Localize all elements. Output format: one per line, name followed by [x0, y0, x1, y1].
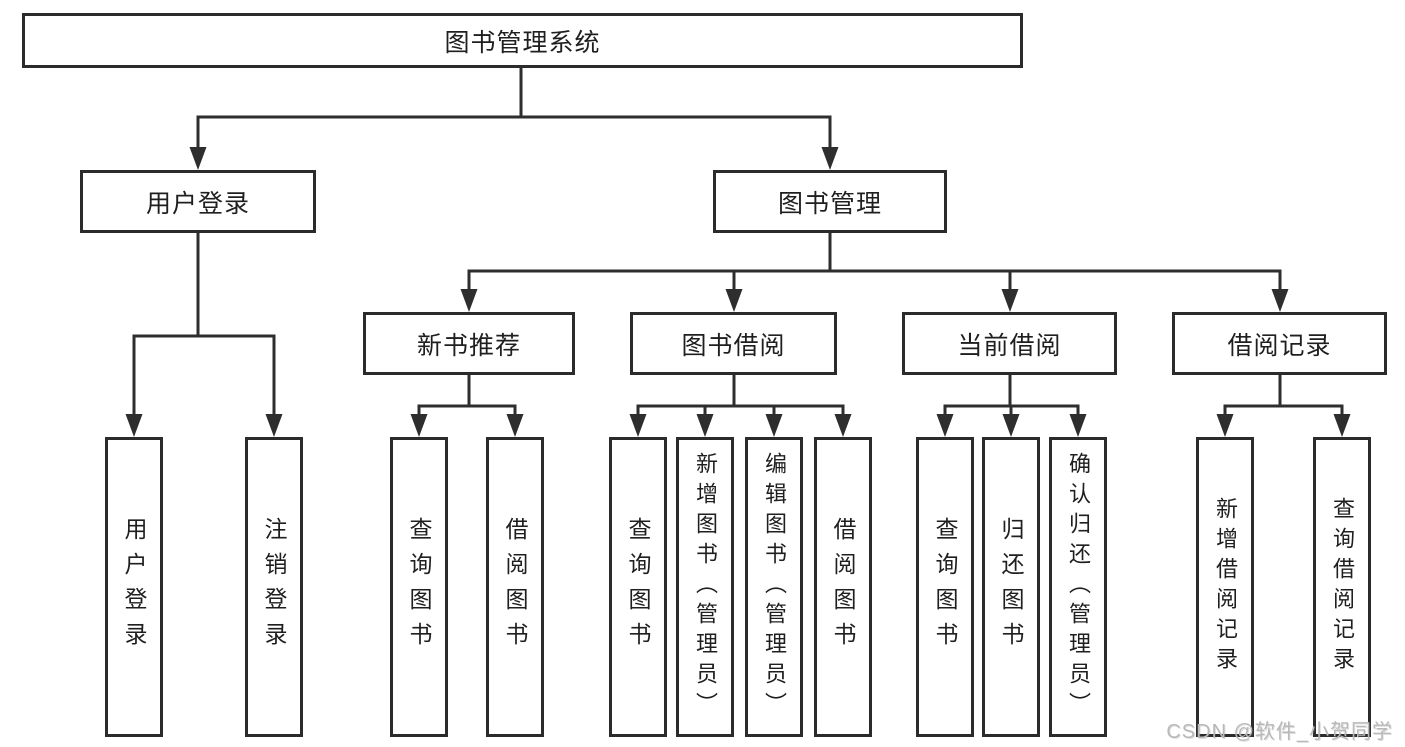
watermark: CSDN @软件_小贺同学	[1166, 721, 1393, 743]
node-label: 图书管理	[777, 189, 882, 218]
leaf-add-book-admin: 新增图书（管理员）	[676, 437, 734, 737]
leaf-label: 新增图书（管理员）	[693, 452, 718, 722]
node-borrow-record: 借阅记录	[1172, 312, 1387, 375]
leaf-edit-book-admin: 编辑图书（管理员）	[745, 437, 803, 737]
node-label: 图书管理系统	[444, 28, 601, 57]
leaf-user-login: 用户登录	[105, 437, 163, 737]
leaf-borrow-book: 借阅图书	[814, 437, 872, 737]
node-book-borrow: 图书借阅	[630, 312, 837, 375]
node-label: 当前借阅	[957, 331, 1062, 360]
node-label: 新书推荐	[416, 331, 521, 360]
leaf-borrow-book-recommend: 借阅图书	[486, 437, 544, 737]
leaf-label: 用户登录	[121, 517, 147, 657]
leaf-confirm-return-admin: 确认归还（管理员）	[1049, 437, 1107, 737]
node-root-system: 图书管理系统	[22, 13, 1023, 68]
leaf-label: 新增借阅记录	[1213, 497, 1238, 677]
leaf-label: 查询图书	[406, 517, 432, 657]
leaf-label: 查询图书	[625, 517, 651, 657]
node-user-login: 用户登录	[80, 170, 316, 233]
leaf-query-book-recommend: 查询图书	[390, 437, 448, 737]
leaf-label: 确认归还（管理员）	[1066, 452, 1091, 722]
leaf-label: 查询借阅记录	[1330, 497, 1355, 677]
leaf-label: 借阅图书	[830, 517, 856, 657]
leaf-query-borrow-record: 查询借阅记录	[1313, 437, 1371, 737]
arrowhead-icons	[125, 147, 1351, 437]
connector-path	[132, 66, 1344, 416]
leaf-query-book-current: 查询图书	[916, 437, 974, 737]
node-label: 用户登录	[145, 189, 250, 218]
node-new-book-recommend: 新书推荐	[363, 312, 575, 375]
leaf-logout: 注销登录	[245, 437, 303, 737]
leaf-add-borrow-record: 新增借阅记录	[1196, 437, 1254, 737]
node-label: 借阅记录	[1227, 331, 1332, 360]
leaf-label: 编辑图书（管理员）	[762, 452, 787, 722]
node-book-management: 图书管理	[713, 170, 947, 233]
leaf-query-book-borrow: 查询图书	[609, 437, 667, 737]
leaf-label: 注销登录	[261, 517, 287, 657]
leaf-label: 查询图书	[932, 517, 958, 657]
node-current-borrow: 当前借阅	[902, 312, 1117, 375]
leaf-label: 借阅图书	[502, 517, 528, 657]
leaf-return-book: 归还图书	[982, 437, 1040, 737]
leaf-label: 归还图书	[998, 517, 1024, 657]
node-label: 图书借阅	[681, 331, 786, 360]
